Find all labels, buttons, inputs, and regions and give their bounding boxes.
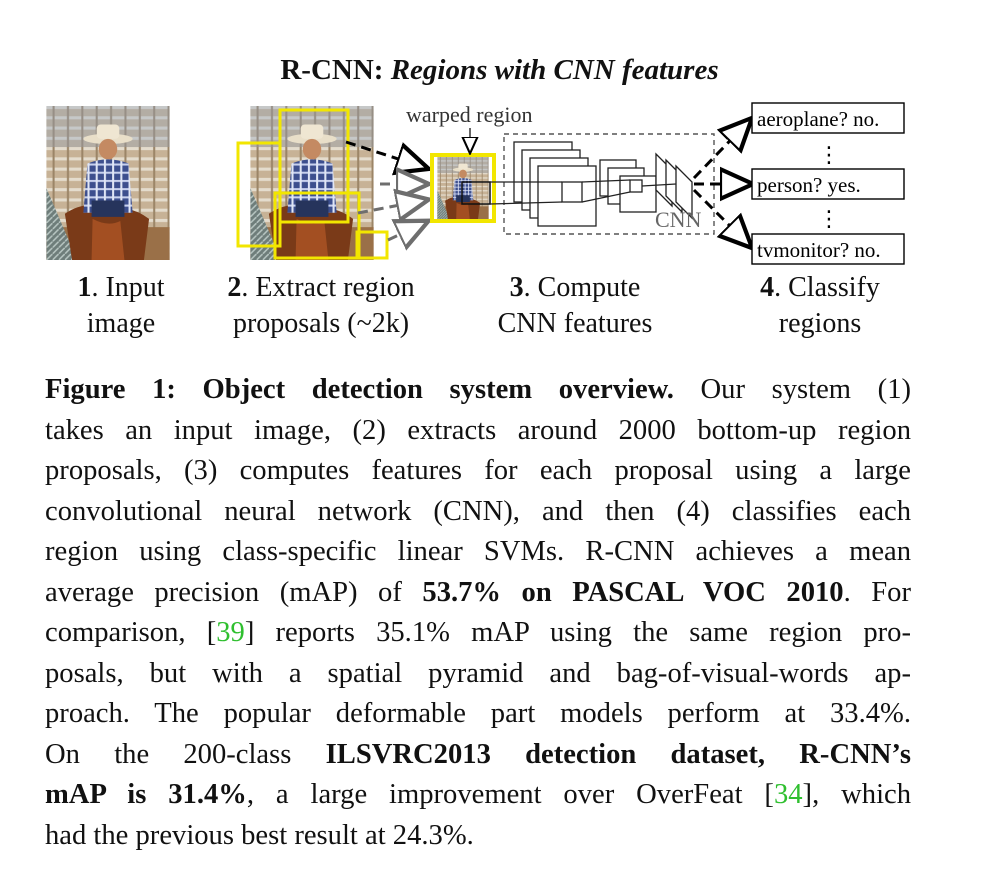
caption-line: had the previous best result at 24.3%. bbox=[45, 819, 474, 851]
figure-title-italic: Regions with CNN features bbox=[390, 54, 719, 86]
class-box-tvmonitor: tvmonitor? no. bbox=[751, 233, 905, 265]
vdots-2: ⋮ bbox=[818, 207, 840, 232]
citation-link-39[interactable]: 39 bbox=[216, 617, 245, 648]
arrow-black-to-warped bbox=[345, 140, 426, 168]
step-number-2: 2 bbox=[227, 272, 242, 303]
step-number-3: 3 bbox=[509, 272, 524, 303]
citation-link-34[interactable]: 34 bbox=[773, 779, 803, 810]
step-line1-1: . Input bbox=[91, 272, 165, 303]
caption-line: posals, but with a spatial pyramid and b… bbox=[45, 657, 911, 689]
caption-bold: mAP is 31.4% bbox=[45, 779, 247, 810]
caption-line: On the 200-class ILSVRC2013 detection da… bbox=[45, 735, 911, 776]
step-caption-4: 4. Classify regions bbox=[740, 270, 900, 342]
step-caption-2: 2. Extract region proposals (~2k) bbox=[203, 270, 439, 342]
rcnn-pipeline-diagram: warped region CNN aeroplane? no. ⋮ perso… bbox=[46, 102, 905, 265]
caption-line: region using class-specific linear SVMs.… bbox=[45, 536, 911, 567]
arrow-to-aeroplane bbox=[692, 120, 750, 180]
step-line2-1: image bbox=[86, 308, 156, 339]
step-line2-2: proposals (~2k) bbox=[232, 308, 410, 339]
vdots-1: ⋮ bbox=[818, 143, 840, 168]
caption-line: proposals, (3) computes features for eac… bbox=[45, 455, 911, 486]
arrow-gray-3 bbox=[387, 222, 426, 240]
step-caption-1: 1. Input image bbox=[46, 270, 196, 342]
figure-title: R-CNN: Regions with CNN features bbox=[0, 54, 999, 87]
step-line1-2: . Extract region bbox=[241, 272, 415, 303]
caption-text: average precision (mAP) of bbox=[45, 576, 423, 608]
caption-text: Our system (1) bbox=[673, 374, 912, 405]
class-box-person: person? yes. bbox=[751, 168, 905, 200]
caption-bold: ILSVRC2013 detection dataset, R-CNN’s bbox=[325, 738, 911, 770]
proposal-box-corner bbox=[355, 230, 389, 260]
caption-bold: 53.7% on PASCAL VOC 2010 bbox=[422, 576, 844, 608]
step-caption-3: 3. Compute CNN features bbox=[470, 270, 680, 342]
arrow-to-tvmonitor bbox=[692, 188, 750, 246]
caption-line: Figure 1: Object detection system overvi… bbox=[45, 370, 911, 411]
warped-region-label: warped region bbox=[406, 102, 532, 127]
cnn-feature-maps bbox=[489, 141, 693, 227]
class-label-tvmonitor: tvmonitor? no. bbox=[757, 238, 881, 262]
figure-title-prefix: R-CNN: bbox=[280, 54, 384, 86]
caption-text: On the 200-class bbox=[45, 738, 326, 770]
step-number-1: 1 bbox=[77, 272, 92, 303]
class-label-aeroplane: aeroplane? no. bbox=[757, 107, 879, 131]
caption-line: proach. The popular deformable part mode… bbox=[45, 698, 911, 729]
caption-text: , a large improvement over OverFeat [ bbox=[246, 779, 774, 810]
caption-text: ], which bbox=[802, 779, 911, 810]
caption-line: mAP is 31.4%, a large improvement over O… bbox=[45, 775, 911, 816]
step-number-4: 4 bbox=[760, 272, 775, 303]
caption-text: . For bbox=[843, 576, 911, 608]
proposal-box-bottom bbox=[273, 191, 361, 260]
figure-caption: Figure 1: Object detection system overvi… bbox=[45, 370, 911, 856]
caption-line: convolutional neural network (CNN), and … bbox=[45, 495, 911, 527]
cnn-dashed-box bbox=[503, 133, 715, 235]
step-line2-3: CNN features bbox=[497, 308, 653, 339]
caption-line: takes an input image, (2) extracts aroun… bbox=[45, 414, 911, 446]
caption-text: comparison, [ bbox=[45, 617, 217, 648]
step-line1-3: . Compute bbox=[523, 272, 641, 303]
cnn-label: CNN bbox=[655, 207, 702, 232]
input-image bbox=[46, 106, 170, 260]
warped-region-image bbox=[430, 153, 496, 223]
caption-heading: Figure 1: Object detection system overvi… bbox=[45, 374, 674, 405]
caption-line: average precision (mAP) of 53.7% on PASC… bbox=[45, 573, 911, 614]
arrow-gray-2 bbox=[357, 200, 426, 213]
proposals-image bbox=[236, 106, 389, 260]
caption-text: ] reports 35.1% mAP using the same regio… bbox=[244, 617, 911, 648]
caption-line: comparison, [39] reports 35.1% mAP using… bbox=[45, 613, 911, 654]
class-label-person: person? yes. bbox=[757, 173, 861, 197]
step-line1-4: . Classify bbox=[774, 272, 880, 303]
step-line2-4: regions bbox=[778, 308, 862, 339]
class-box-aeroplane: aeroplane? no. bbox=[751, 102, 905, 134]
